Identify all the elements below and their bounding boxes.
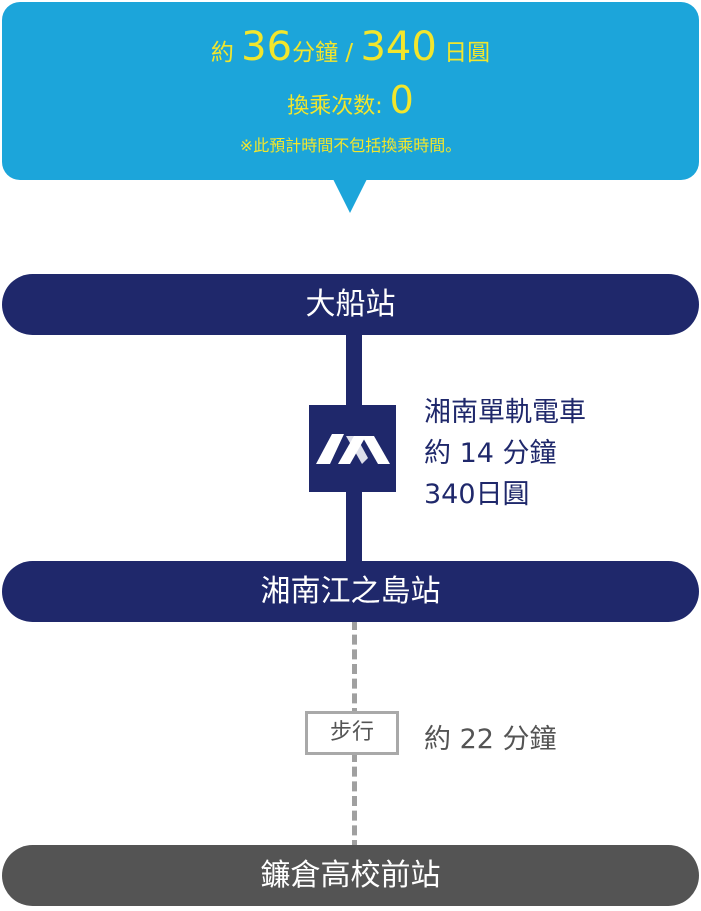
total-fare: 340 xyxy=(360,24,437,70)
duration-prefix: 約 xyxy=(210,40,234,66)
monorail-logo-mark-icon xyxy=(315,433,390,464)
shonan-monorail-logo-icon xyxy=(309,405,396,492)
monorail-segment-info: 湘南單軌電車 約 14 分鐘 340日圓 xyxy=(424,392,586,515)
transfers-value: 0 xyxy=(389,78,414,122)
segment-duration: 約 14 分鐘 xyxy=(424,438,557,469)
fare-unit: 日圓 xyxy=(444,40,491,66)
line-name: 湘南單軌電車 xyxy=(424,397,586,428)
summary-note: ※此預計時間不包括換乘時間。 xyxy=(239,136,462,155)
walk-duration: 約 22 分鐘 xyxy=(424,724,557,755)
minutes-unit: 分鐘 / xyxy=(292,40,354,66)
transfers-label: 換乘次数: xyxy=(287,94,383,119)
total-minutes: 36 xyxy=(241,24,293,70)
total-time-fare: 約 36分鐘 / 340 日圓 xyxy=(0,24,701,70)
route-summary-bubble xyxy=(2,2,699,180)
segment-fare: 340日圓 xyxy=(424,479,530,510)
transfer-count: 換乘次数: 0 xyxy=(0,78,701,122)
bubble-pointer xyxy=(333,179,367,213)
station-transfer: 湘南江之島站 xyxy=(2,561,699,622)
station-start: 大船站 xyxy=(2,274,699,335)
station-destination: 鐮倉高校前站 xyxy=(2,845,699,906)
walk-mode-badge: 步行 xyxy=(305,711,399,755)
